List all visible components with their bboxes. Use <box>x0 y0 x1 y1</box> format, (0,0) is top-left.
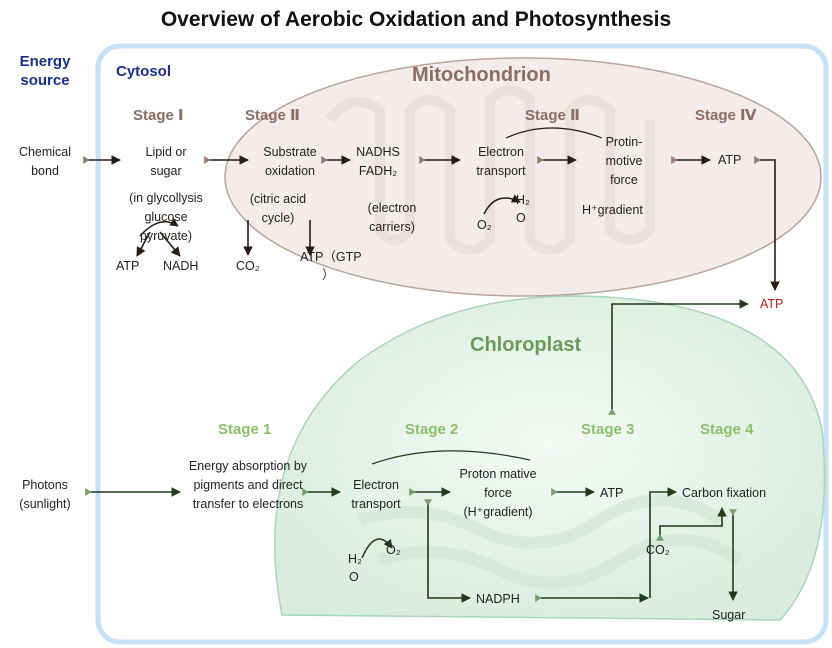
mitochondrion-title: Mitochondrion <box>412 64 551 86</box>
photons-label: Photons (sunlight) <box>19 478 71 511</box>
bracket-chloro-stage2 <box>371 450 531 465</box>
chloro-co2-label: CO₂ <box>646 543 670 557</box>
mito-electron-transport-label: Electron transport <box>476 145 526 178</box>
carbon-fixation-label: Carbon fixation <box>682 486 767 500</box>
chloro-stage-2: Stage 2 <box>405 421 459 438</box>
mito-stage-3: Stage Ⅱ <box>525 107 580 124</box>
mito-stage-2: Stage Ⅱ <box>245 107 300 124</box>
atp-glycolysis-label: ATP <box>116 259 140 273</box>
electron-carriers-label: (electron carriers) <box>367 201 417 234</box>
arrow-atp-to-final <box>754 156 780 291</box>
cytosol-label: Cytosol <box>116 63 172 80</box>
arrow-electron-to-nadph <box>424 499 471 603</box>
chemical-bond-label: Chemical bond <box>18 145 72 178</box>
mito-o2-label: O₂ <box>477 218 492 232</box>
chloro-o2-label: O₂ <box>386 543 401 557</box>
arrow-h2o-to-o2-chloro <box>361 538 393 559</box>
energy-absorption-label: Energy absorption by pigments and direct… <box>188 459 308 511</box>
protin-motive-force-label: Protin- motive force <box>605 135 643 187</box>
energy-source-label: Energy source <box>19 53 71 89</box>
mito-o-label: O <box>516 211 526 225</box>
mito-stage-1: Stage Ⅰ <box>133 107 184 124</box>
substrate-oxidation-label: Substrate oxidation <box>263 145 317 178</box>
atp-final-label: ATP <box>760 297 784 311</box>
chloro-stage-1: Stage 1 <box>218 421 272 438</box>
chloro-stage-4: Stage 4 <box>700 421 754 438</box>
arrow-glyco-loop <box>139 218 179 237</box>
mito-h2-label: H₂ <box>516 193 530 207</box>
chloro-o-label: O <box>349 570 359 584</box>
lipid-sugar-label: Lipid or sugar <box>145 145 187 178</box>
mito-stage-4: Stage Ⅳ <box>695 107 757 124</box>
citric-acid-label: (citric acid cycle) <box>249 192 307 225</box>
mitochondrion-shape <box>224 57 822 297</box>
atp-gtp-label: ATP（GTP <box>300 250 362 264</box>
glycolysis-label: (in glycollysis glucose pyruvate) <box>129 191 203 243</box>
proton-motive-label: Proton mative force (H⁺gradient) <box>459 467 537 519</box>
nadh-label: NADH <box>163 259 199 273</box>
chloro-electron-transport-label: Electron transport <box>351 478 401 511</box>
mito-atp-out-label: ATP <box>718 153 742 167</box>
chloroplast-title: Chloroplast <box>470 334 582 356</box>
atp-gtp-close-label: ） <box>322 268 335 282</box>
mitochondrion-cristae <box>325 85 655 255</box>
mito-h-gradient-label: H⁺gradient <box>582 203 643 217</box>
arrow-o2-to-h2o-mito <box>483 194 521 215</box>
chloro-stage-3: Stage 3 <box>581 421 635 438</box>
bracket-mito-stage3 <box>505 127 603 139</box>
arrow-glyco-to-nadh <box>159 231 181 257</box>
arrow-stage3-to-atp <box>608 299 749 415</box>
arrow-glyco-to-atp <box>136 231 151 257</box>
cytosol-region <box>95 43 829 645</box>
arrow-co2-to-carbon <box>656 507 727 541</box>
co2-mito-label: CO₂ <box>236 259 260 273</box>
nadhs-fadh2-label: NADHS FADH₂ <box>356 145 400 178</box>
chloro-h2-label: H₂ <box>348 552 362 566</box>
arrow-nadph-to-carbon <box>649 487 677 598</box>
nadph-label: NADPH <box>476 592 520 606</box>
sugar-label: Sugar <box>712 608 746 622</box>
chloro-atp-label: ATP <box>600 486 624 500</box>
page-title: Overview of Aerobic Oxidation and Photos… <box>160 8 672 31</box>
